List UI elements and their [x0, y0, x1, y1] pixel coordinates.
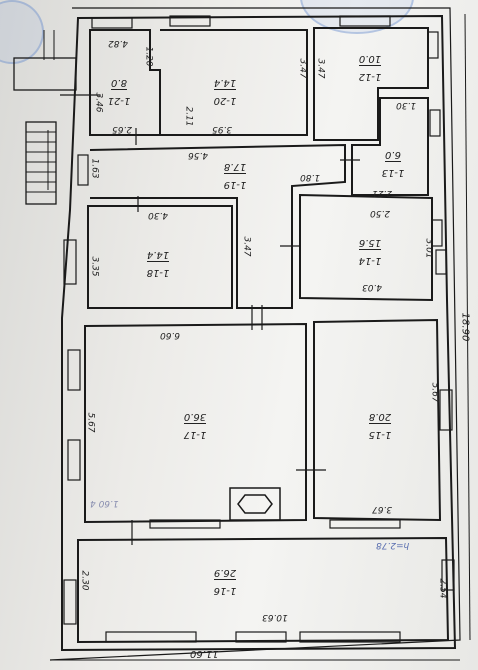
dim-label-overall-width: 11.60 [190, 648, 219, 659]
dim-label-inner-width: 10.63 [262, 612, 288, 622]
room-1-16-wall [77, 536, 450, 644]
room-1-15-wall [313, 318, 442, 522]
room-1-13-wall [351, 97, 429, 196]
room-1-20-label: 1-20 14.4 [195, 76, 255, 106]
room-1-17-label: 1-17 36.0 [165, 410, 225, 440]
room-area: 26.9 [213, 567, 237, 580]
room-area: 8.0 [111, 77, 127, 90]
blue-note: h=2.78 [376, 540, 410, 550]
entrance-stairs [25, 121, 57, 205]
room-1-19-wall [89, 143, 346, 309]
dim-label: 3.67 [372, 504, 393, 514]
room-id: 1-12 [358, 71, 382, 82]
room-id: 1-14 [358, 255, 382, 266]
room-1-20-wall [160, 29, 308, 136]
dim-label: 2.11 [183, 106, 194, 127]
room-area: 36.0 [183, 411, 207, 424]
dim-label: 5.67 [85, 412, 96, 433]
dim-label: 4.03 [362, 282, 383, 292]
entrance-porch [13, 57, 77, 91]
room-id: 1-17 [183, 429, 207, 440]
dim-label: 4.82 [108, 38, 129, 48]
room-1-19-label: 1-19 17.8 [205, 160, 265, 190]
dim-label: 2.65 [112, 124, 133, 134]
room-id: 1-16 [213, 585, 237, 596]
room-1-13-label: 1-13 6.0 [368, 148, 418, 178]
dim-label: 3.47 [315, 58, 326, 79]
stove [229, 487, 281, 521]
dim-label: 2.21 [372, 188, 393, 198]
outer-wall [61, 14, 457, 652]
dim-label: 1.30 [396, 100, 417, 110]
dim-label: 3.95 [212, 124, 233, 134]
room-area: 10.0 [358, 53, 382, 66]
dim-label: 2.54 [437, 578, 448, 599]
dim-label: 6.60 [160, 330, 181, 340]
room-1-12-label: 1-12 10.0 [340, 52, 400, 82]
room-id: 1-15 [368, 429, 392, 440]
room-id: 1-20 [213, 95, 237, 106]
dim-label: 3.47 [241, 236, 252, 257]
room-id: 1-21 [107, 95, 131, 106]
dim-label: 3.01 [423, 238, 434, 259]
dim-label: 4.56 [188, 150, 209, 160]
room-id: 1-19 [223, 179, 247, 190]
room-area: 17.8 [223, 161, 247, 174]
room-area: 14.4 [213, 77, 237, 90]
outer-wall-line [49, 7, 461, 661]
room-id: 1-13 [381, 167, 405, 178]
dim-label: 4.30 [148, 210, 169, 220]
dim-label: 3.46 [93, 92, 104, 113]
room-1-21-wall [89, 29, 161, 136]
room-id: 1-18 [146, 267, 170, 278]
dim-label: 5.67 [429, 382, 440, 403]
dim-label: 3.35 [89, 256, 100, 277]
dim-label: 2.50 [370, 208, 391, 218]
dim-label: 1.63 [89, 158, 100, 179]
room-1-16-label: 1-16 26.9 [195, 566, 255, 596]
room-area: 20.8 [368, 411, 392, 424]
room-area: 15.6 [358, 237, 382, 250]
faint-note: 1.60 4 [90, 498, 119, 508]
room-1-15-label: 1-15 20.8 [350, 410, 410, 440]
dim-label: 1.20 [143, 46, 154, 67]
room-1-14-wall [299, 193, 433, 302]
room-1-14-label: 1-14 15.6 [340, 236, 400, 266]
room-area: 6.0 [385, 149, 401, 162]
room-area: 14.4 [146, 249, 170, 262]
room-1-18-label: 1-18 14.4 [128, 248, 188, 278]
room-1-12-wall [313, 27, 429, 141]
dim-label: 2.30 [79, 570, 90, 591]
dim-label: 1.80 [300, 172, 321, 182]
dim-label-overall-height: 18.90 [459, 312, 471, 342]
room-1-18-wall [87, 205, 233, 309]
room-1-17-wall [84, 322, 307, 524]
dim-label: 3.47 [297, 58, 308, 79]
